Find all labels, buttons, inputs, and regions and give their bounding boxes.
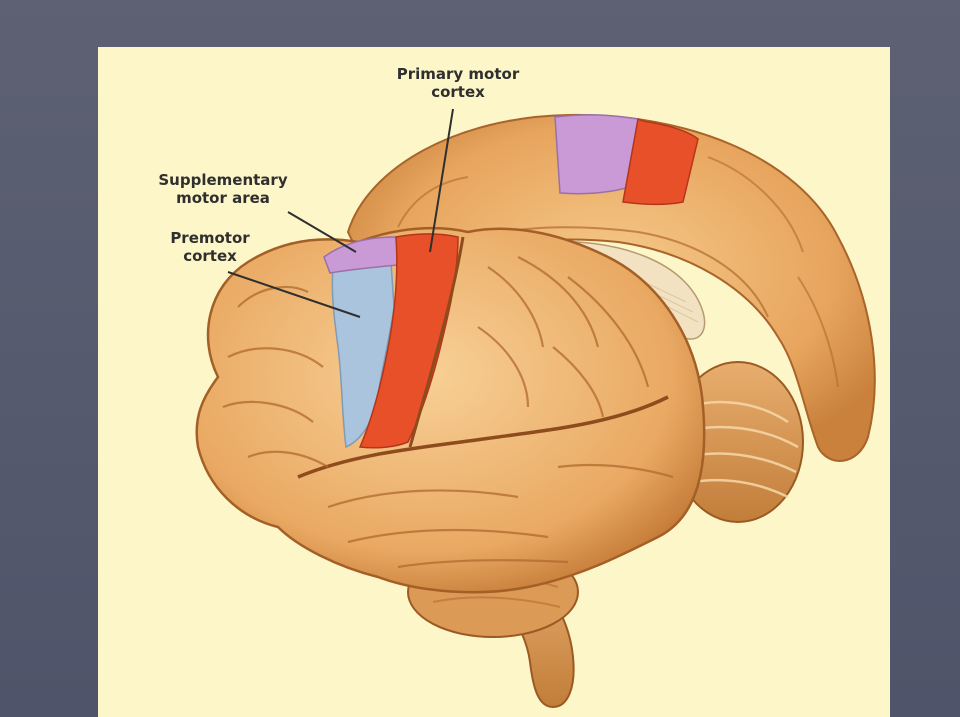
supplementary-motor-area-medial: [554, 114, 639, 195]
arbor-vitae: [682, 400, 799, 499]
temporal-gyri: [327, 463, 674, 569]
primary-motor-cortex-medial: [622, 117, 699, 205]
brain-illustration: [195, 108, 876, 709]
supplementary-motor-leader: [287, 211, 357, 253]
parietal-gyri: [477, 256, 650, 418]
lateral-sulcus: [297, 395, 669, 479]
label-primary-motor-cortex-line1: Primary motor: [396, 65, 520, 83]
label-premotor-cortex-line2: cortex: [183, 247, 237, 265]
label-supplementary-motor-area-line1: Supplementary: [158, 171, 288, 189]
leader-lines: [227, 108, 454, 318]
primary-motor-leader: [429, 108, 454, 253]
label-primary-motor-cortex: Primary motor cortex: [368, 65, 548, 101]
label-primary-motor-cortex-line2: cortex: [431, 83, 485, 101]
label-premotor-cortex-line1: Premotor: [170, 229, 250, 247]
brain-figure: Primary motor cortex Supplementary motor…: [98, 47, 890, 717]
premotor-leader: [227, 271, 361, 318]
medial-gyri: [397, 156, 839, 388]
lateral-cortex: [195, 226, 706, 594]
label-premotor-cortex: Premotor cortex: [150, 229, 270, 265]
primary-motor-cortex-region: [358, 233, 459, 449]
lateral-hemisphere: [195, 226, 706, 594]
label-supplementary-motor-area-line2: motor area: [176, 189, 270, 207]
central-sulcus: [408, 236, 465, 448]
label-supplementary-motor-area: Supplementary motor area: [138, 171, 308, 207]
